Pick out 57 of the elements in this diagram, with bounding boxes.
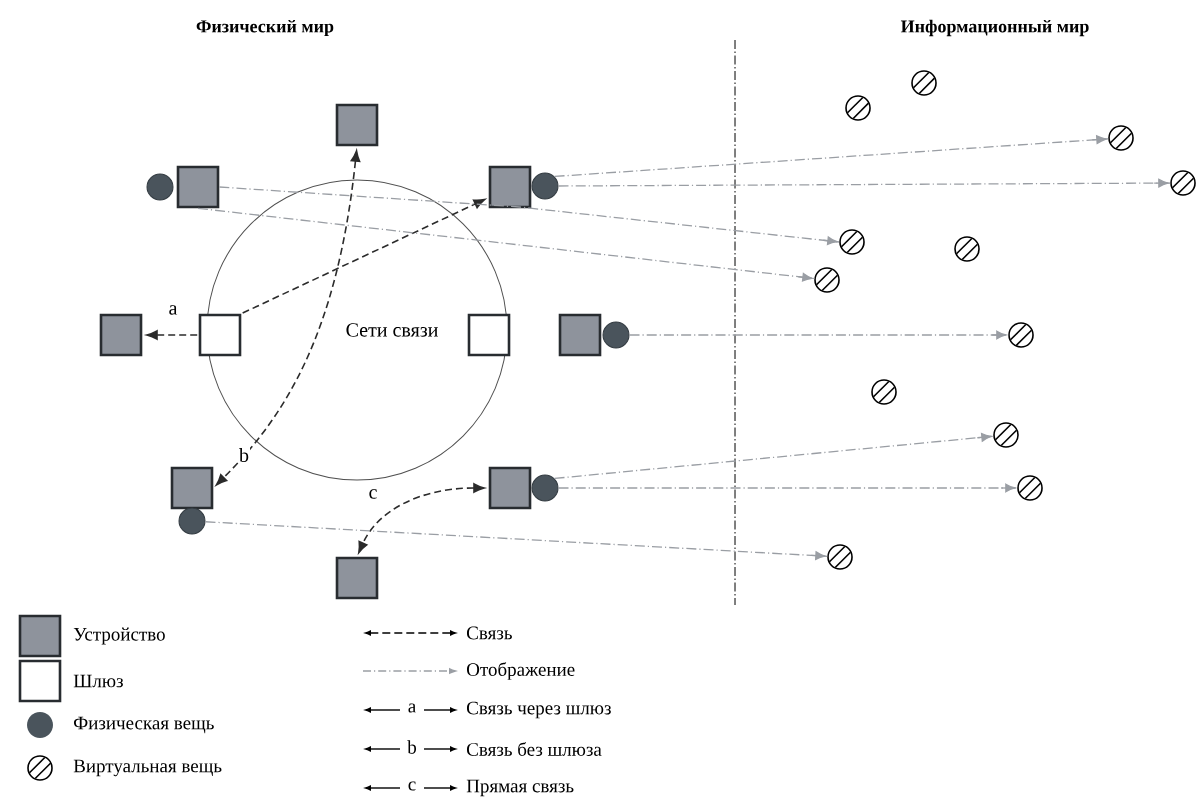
legend-text: Отображение bbox=[467, 662, 575, 680]
virtual-thing-circle bbox=[1008, 322, 1034, 348]
heading: Физический мир bbox=[196, 19, 334, 37]
device-box bbox=[176, 165, 220, 209]
virtual-thing-circle bbox=[954, 236, 980, 262]
physical-thing-circle bbox=[531, 474, 559, 502]
virtual-thing-circle bbox=[1108, 125, 1134, 151]
arrow bbox=[358, 483, 485, 554]
physical-thing-circle bbox=[146, 173, 174, 201]
virtual-thing-circle bbox=[845, 95, 871, 121]
physical-thing-circle bbox=[178, 507, 206, 535]
virtual-thing-circle bbox=[1170, 170, 1196, 196]
arrow bbox=[553, 432, 994, 480]
edge-label: a bbox=[167, 304, 179, 316]
edge-label: b bbox=[238, 446, 250, 464]
legend-letter: c bbox=[408, 781, 416, 791]
physical-thing-circle bbox=[602, 321, 630, 349]
physical-thing-circle bbox=[531, 172, 559, 200]
legend-text: Шлюз bbox=[73, 674, 123, 688]
legend-text: Связь без шлюза bbox=[467, 742, 602, 756]
gateway-box bbox=[198, 313, 242, 357]
virtual-thing-circle bbox=[911, 70, 937, 96]
arrow bbox=[215, 150, 361, 486]
device-box bbox=[558, 313, 602, 357]
legend-text: Прямая связь bbox=[466, 779, 574, 797]
device-box bbox=[488, 466, 532, 510]
legend-text: Связь через шлюз bbox=[467, 701, 611, 719]
arrow bbox=[218, 186, 840, 246]
virtual-thing-circle bbox=[839, 229, 865, 255]
legend-text: Связь bbox=[467, 626, 512, 640]
virtual-thing-circle bbox=[871, 379, 897, 405]
device-box bbox=[335, 103, 379, 147]
device-box bbox=[99, 313, 143, 357]
network-label: Сети связи bbox=[346, 323, 438, 337]
arrow bbox=[146, 330, 198, 340]
edge-label: c bbox=[367, 488, 379, 500]
legend-text: Физическая вещь bbox=[73, 716, 214, 734]
device-box bbox=[335, 556, 379, 600]
arrow bbox=[557, 178, 1171, 188]
legend-text: Устройство bbox=[73, 627, 165, 645]
legend-letter: a bbox=[408, 703, 416, 713]
gateway-box bbox=[467, 313, 511, 357]
arrow bbox=[553, 135, 1109, 178]
arrow bbox=[197, 207, 815, 282]
legend-text: Виртуальная вещь bbox=[73, 759, 222, 777]
virtual-thing-circle bbox=[1017, 475, 1043, 501]
arrow bbox=[628, 330, 1009, 340]
device-box bbox=[488, 165, 532, 209]
virtual-thing-circle bbox=[993, 422, 1019, 448]
device-box bbox=[170, 466, 214, 510]
arrow bbox=[204, 521, 828, 561]
arrow bbox=[557, 483, 1018, 493]
virtual-thing-circle bbox=[814, 267, 840, 293]
heading: Информационный мир bbox=[900, 19, 1089, 37]
legend-letter: b bbox=[407, 740, 416, 754]
arrow bbox=[241, 198, 486, 314]
virtual-thing-circle bbox=[827, 544, 853, 570]
